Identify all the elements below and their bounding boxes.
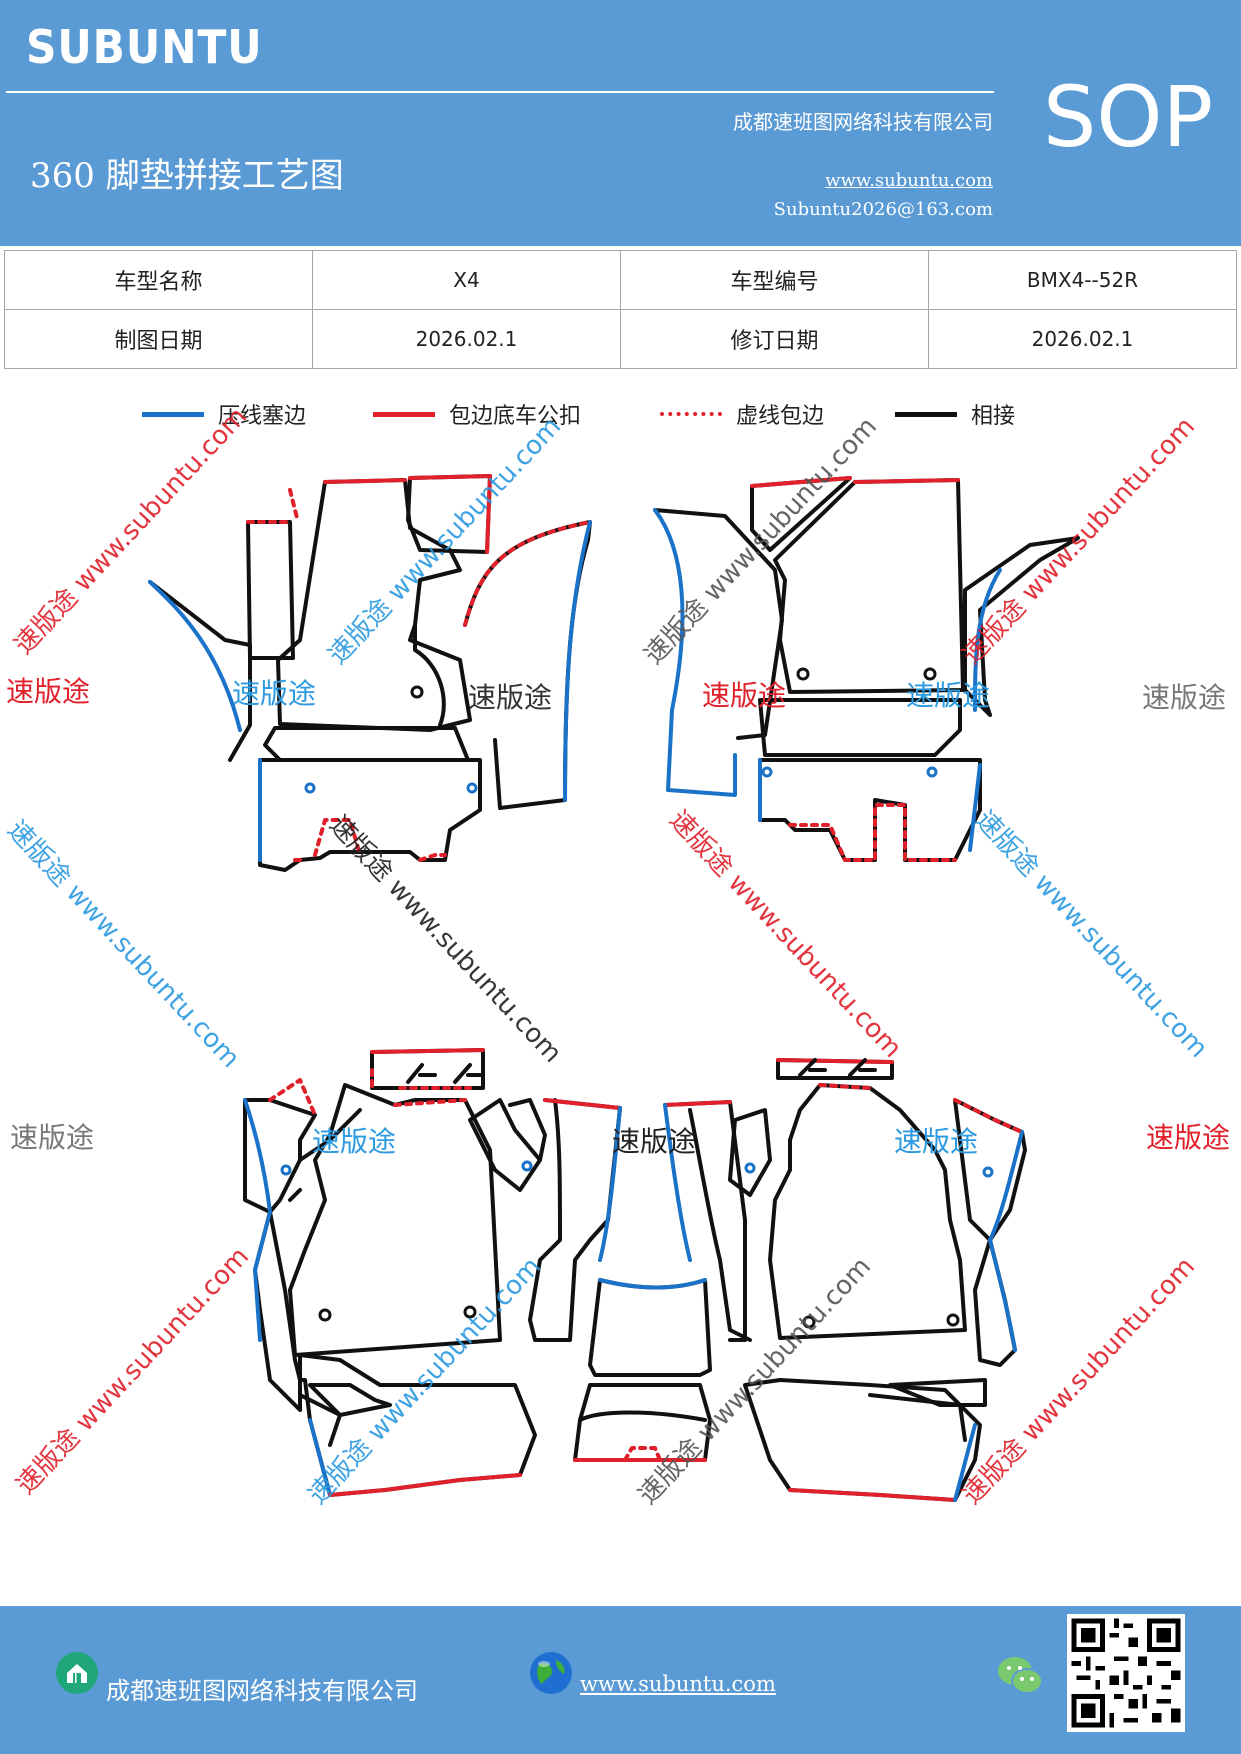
brand-logo-text: SUBUNTU xyxy=(26,20,263,74)
watermark-brand: 速版途 xyxy=(906,679,991,712)
email-address: Subuntu2026@163.com xyxy=(773,199,993,220)
header-banner: SUBUNTU 成都速班图网络科技有限公司 SOP 360 脚垫拼接工艺图 ww… xyxy=(0,0,1241,246)
watermark-brand: 速版途 xyxy=(10,1121,95,1154)
legend-swatch xyxy=(660,412,722,416)
legend-swatch xyxy=(142,411,204,417)
legend-item-dashed-wrap: 虚线包边 xyxy=(660,398,824,430)
company-home-icon xyxy=(56,1652,98,1694)
wechat-icon[interactable] xyxy=(996,1654,1044,1698)
model-name-value: X4 xyxy=(312,250,621,310)
legend-label: 压线塞边 xyxy=(218,404,307,429)
website-globe-icon xyxy=(530,1652,572,1694)
legend-item-join: 相接 xyxy=(895,398,1015,430)
watermark-brand: 速版途 xyxy=(1146,1121,1231,1154)
sop-badge: SOP xyxy=(1043,68,1214,166)
vehicle-info-table: 车型名称 X4 车型编号 BMX4--52R 制图日期 2026.02.1 修订… xyxy=(4,250,1237,369)
drawing-date-value: 2026.02.1 xyxy=(312,309,621,369)
watermark-brand: 速版途 xyxy=(6,675,91,708)
legend: 压线塞边 包边底车公扣 虚线包边 相接 xyxy=(0,398,1241,438)
legend-swatch xyxy=(895,411,957,417)
footer-company-name: 成都速班图网络科技有限公司 xyxy=(106,1677,418,1705)
legend-item-wrap-edge: 包边底车公扣 xyxy=(373,398,581,430)
company-name: 成都速班图网络科技有限公司 xyxy=(733,110,993,134)
watermark-brand: 速版途 xyxy=(612,1125,697,1158)
legend-label: 虚线包边 xyxy=(736,404,825,429)
watermark-brand: 速版途 xyxy=(702,679,787,712)
mat-piece-front-right xyxy=(653,476,1080,862)
revision-date-value: 2026.02.1 xyxy=(928,309,1237,369)
mat-piece-rear-right xyxy=(663,1058,1027,1502)
legend-label: 相接 xyxy=(971,404,1016,429)
watermark-brand: 速版途 xyxy=(312,1125,397,1158)
footer-banner: 成都速班图网络科技有限公司 www.subuntu.com xyxy=(0,1606,1241,1754)
table-row: 制图日期 2026.02.1 修订日期 2026.02.1 xyxy=(4,309,1237,369)
legend-item-press-edge: 压线塞边 xyxy=(142,398,306,430)
watermark-brand: 速版途 xyxy=(232,677,317,710)
mat-piece-center-tunnel xyxy=(573,1278,712,1462)
website-link[interactable]: www.subuntu.com xyxy=(825,170,993,191)
footer-website-link[interactable]: www.subuntu.com xyxy=(580,1672,776,1696)
model-code-value: BMX4--52R xyxy=(928,250,1237,310)
watermark-brand: 速版途 xyxy=(468,681,553,714)
mat-outline-drawing xyxy=(148,474,1080,1502)
table-row: 车型名称 X4 车型编号 BMX4--52R xyxy=(4,250,1237,310)
model-code-label: 车型编号 xyxy=(620,250,929,310)
mat-piece-front-left xyxy=(148,474,592,872)
qr-code-image xyxy=(1067,1614,1185,1732)
drawing-date-label: 制图日期 xyxy=(4,309,313,369)
legend-swatch xyxy=(373,411,435,417)
watermark-brand: 速版途 xyxy=(894,1125,979,1158)
revision-date-label: 修订日期 xyxy=(620,309,929,369)
page-title: 360 脚垫拼接工艺图 xyxy=(30,156,344,196)
watermark-brand: 速版途 xyxy=(1142,681,1227,714)
mat-piece-rear-left xyxy=(243,1048,622,1497)
header-divider xyxy=(6,91,994,93)
model-name-label: 车型名称 xyxy=(4,250,313,310)
legend-label: 包边底车公扣 xyxy=(449,404,582,429)
floor-mat-diagram: 速版途 速版途 速版途 速版途 速版途 速版途 速版途 速版途 速版途 速版途 … xyxy=(0,402,1241,1600)
